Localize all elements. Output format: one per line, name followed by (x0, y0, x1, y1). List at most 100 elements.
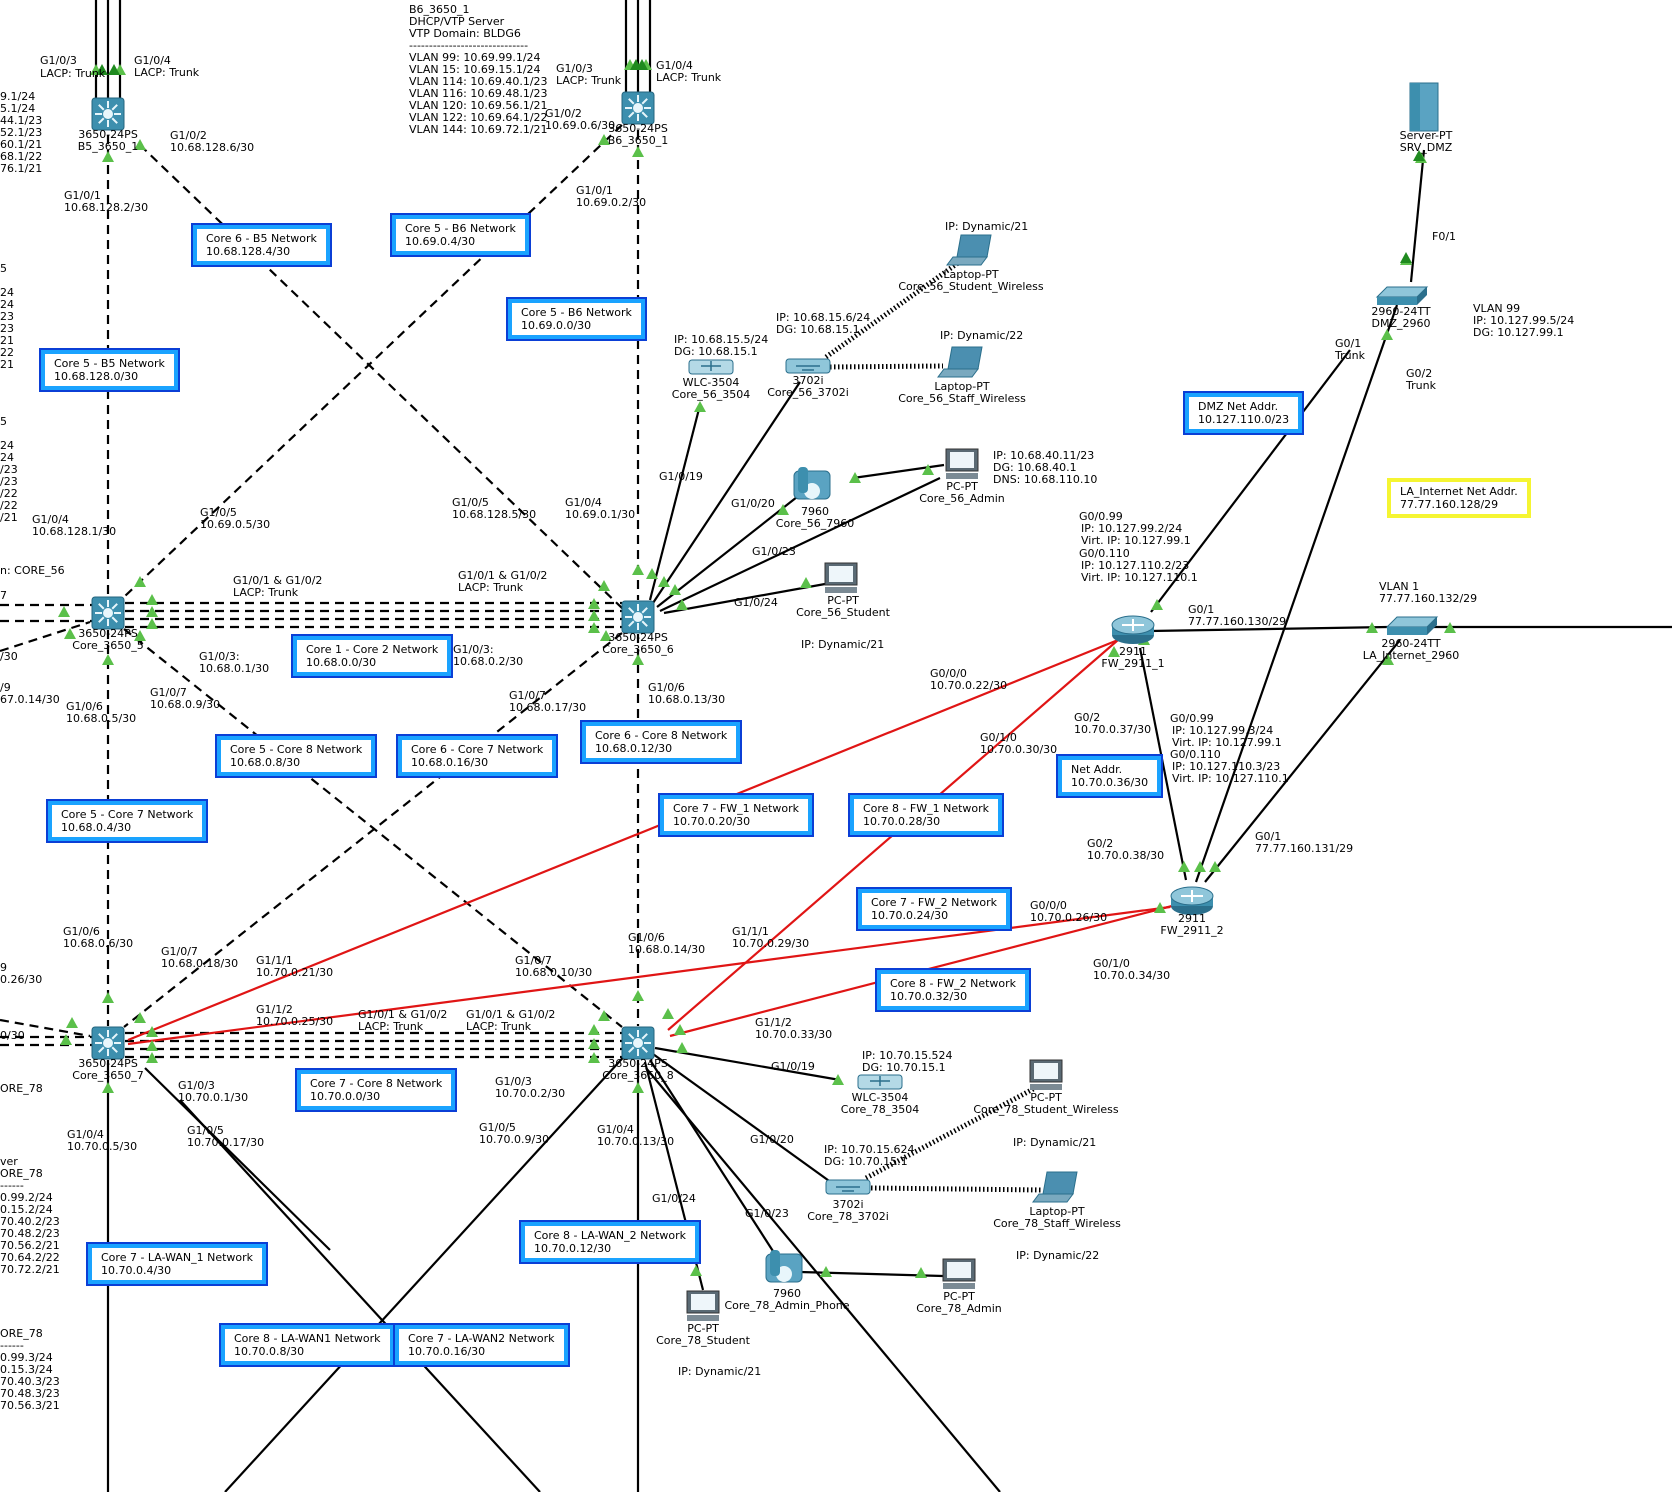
wireless-link (824, 260, 960, 360)
network-name: Core 5 - Core 8 Network (230, 743, 363, 756)
port-label: ------ (0, 1179, 24, 1192)
port-up-indicator (1154, 902, 1166, 913)
network-label-box[interactable]: LA_Internet Net Addr.77.77.160.128/29 (1387, 478, 1531, 518)
network-label-box[interactable]: Net Addr.10.70.0.36/30 (1055, 754, 1164, 798)
device-model-label: PC-PT (687, 1322, 719, 1335)
port-label: LACP: Trunk (40, 67, 106, 80)
pc-icon (686, 1290, 720, 1321)
port-label: G1/0/5 (479, 1121, 516, 1134)
port-label: /23 (0, 463, 18, 476)
port-label: G1/0/6 (63, 925, 100, 938)
network-name: Core 6 - Core 7 Network (411, 743, 544, 756)
port-label: VLAN 99 (1473, 302, 1520, 315)
device-name-label: Core_3650_8 (602, 1069, 673, 1082)
port-label: G1/0/4 (656, 59, 693, 72)
port-up-indicator (658, 576, 670, 587)
network-label-box[interactable]: DMZ Net Addr.10.127.110.0/23 (1182, 391, 1305, 435)
port-label: Virt. IP: 10.127.110.1 (1081, 571, 1198, 584)
port-up-indicator (146, 1052, 158, 1063)
port-label: 23 (0, 310, 14, 323)
port-label: G1/0/5 (452, 496, 489, 509)
pc-icon (942, 1258, 976, 1289)
port-up-indicator (102, 1082, 114, 1093)
port-label: /9 (0, 681, 11, 694)
router-icon (1170, 886, 1214, 915)
port-label: ORE_78 (0, 1167, 43, 1180)
network-address: 10.70.0.28/30 (863, 815, 941, 828)
port-label: 10.70.0.13/30 (597, 1135, 674, 1148)
port-label: LACP: Trunk (556, 74, 622, 87)
port-up-indicator (60, 1034, 72, 1045)
device-name-label: B5_3650_1 (78, 140, 139, 153)
port-label: 52.1/23 (0, 126, 42, 139)
device-model-label: PC-PT (943, 1290, 975, 1303)
port-up-indicator (674, 1024, 686, 1035)
port-up-indicator (1382, 654, 1394, 665)
port-label: G1/0/3: (199, 650, 240, 663)
port-label: 68.1/22 (0, 150, 42, 163)
port-up-indicator (66, 1017, 78, 1028)
port-label: LACP: Trunk (458, 581, 524, 594)
port-up-indicator (1151, 599, 1163, 610)
port-label: ------ (0, 1339, 24, 1352)
port-label: 10.70.0.34/30 (1093, 969, 1170, 982)
port-label: DG: 10.70.15.1 (824, 1155, 908, 1168)
port-up-indicator (600, 630, 612, 641)
device-name-label: Core_56_Admin (919, 492, 1005, 505)
wireless-controller-icon (857, 1074, 903, 1090)
port-label: IP: 10.127.110.3/23 (1172, 760, 1280, 773)
network-name: Core 6 - Core 8 Network (595, 729, 728, 742)
port-label: G1/0/7 (515, 954, 552, 967)
port-up-indicator (676, 599, 688, 610)
network-name: Core 8 - FW_1 Network (863, 802, 990, 815)
port-label: IP: Dynamic/21 (678, 1365, 761, 1378)
laptop-icon (1032, 1171, 1078, 1203)
port-label: 10.69.0.2/30 (576, 196, 646, 209)
network-address: 77.77.160.128/29 (1400, 498, 1499, 511)
port-label: Trunk (1334, 349, 1366, 362)
